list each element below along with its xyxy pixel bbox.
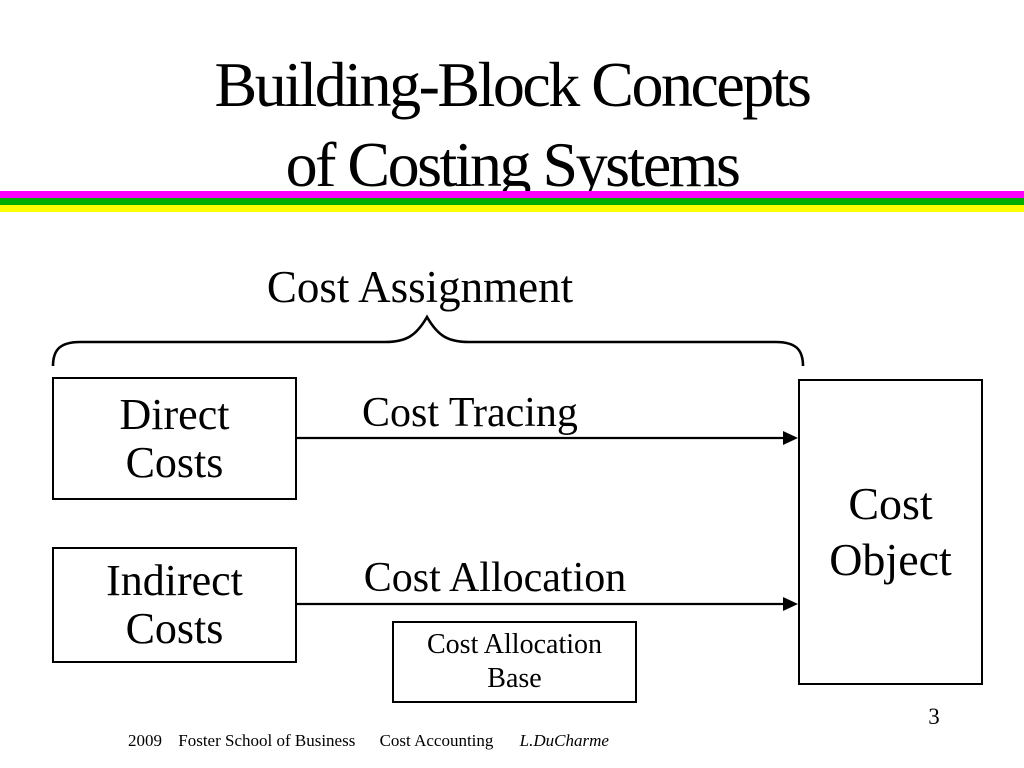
indirect-costs-label-line2: Costs: [125, 604, 224, 653]
footer: 2009 Foster School of Business Cost Acco…: [128, 731, 609, 751]
cost-tracing-label: Cost Tracing: [362, 390, 578, 436]
footer-author: L.DuCharme: [519, 731, 609, 750]
footer-school: Foster School of Business: [178, 731, 356, 750]
indirect-costs-label-line1: Indirect: [106, 556, 243, 605]
cost-allocation-label: Cost Allocation: [363, 555, 627, 601]
cost-allocation-base-box: Cost Allocation Base: [392, 621, 637, 703]
indirect-costs-box: Indirect Costs: [52, 547, 297, 663]
divider-stripe-yellow: [0, 205, 1024, 212]
page-number: 3: [928, 704, 940, 729]
cost-tracing-arrowhead: [783, 431, 798, 445]
footer-course: Cost Accounting: [379, 731, 494, 750]
direct-costs-label-line1: Direct: [119, 389, 230, 439]
divider-stripe-magenta: [0, 191, 1024, 198]
cost-allocation-base-line1: Cost Allocation: [427, 629, 602, 660]
title-line-1: Building-Block Concepts: [214, 49, 812, 120]
cost-allocation-arrowhead: [783, 597, 798, 611]
cost-object-box: Cost Object: [798, 379, 983, 685]
direct-costs-label-line2: Costs: [125, 437, 224, 487]
cost-assignment-brace: [51, 314, 805, 367]
cost-object-label-line1: Cost: [848, 478, 933, 529]
slide-title: Building-Block Concepts of Costing Syste…: [0, 45, 1024, 205]
footer-year: 2009: [128, 731, 162, 750]
title-line-2: of Costing Systems: [285, 129, 741, 200]
cost-allocation-base-line2: Base: [487, 663, 542, 694]
cost-object-label-line2: Object: [829, 534, 952, 585]
direct-costs-box: Direct Costs: [52, 377, 297, 500]
divider-stripe-green: [0, 198, 1024, 205]
cost-assignment-label: Cost Assignment: [266, 262, 574, 312]
